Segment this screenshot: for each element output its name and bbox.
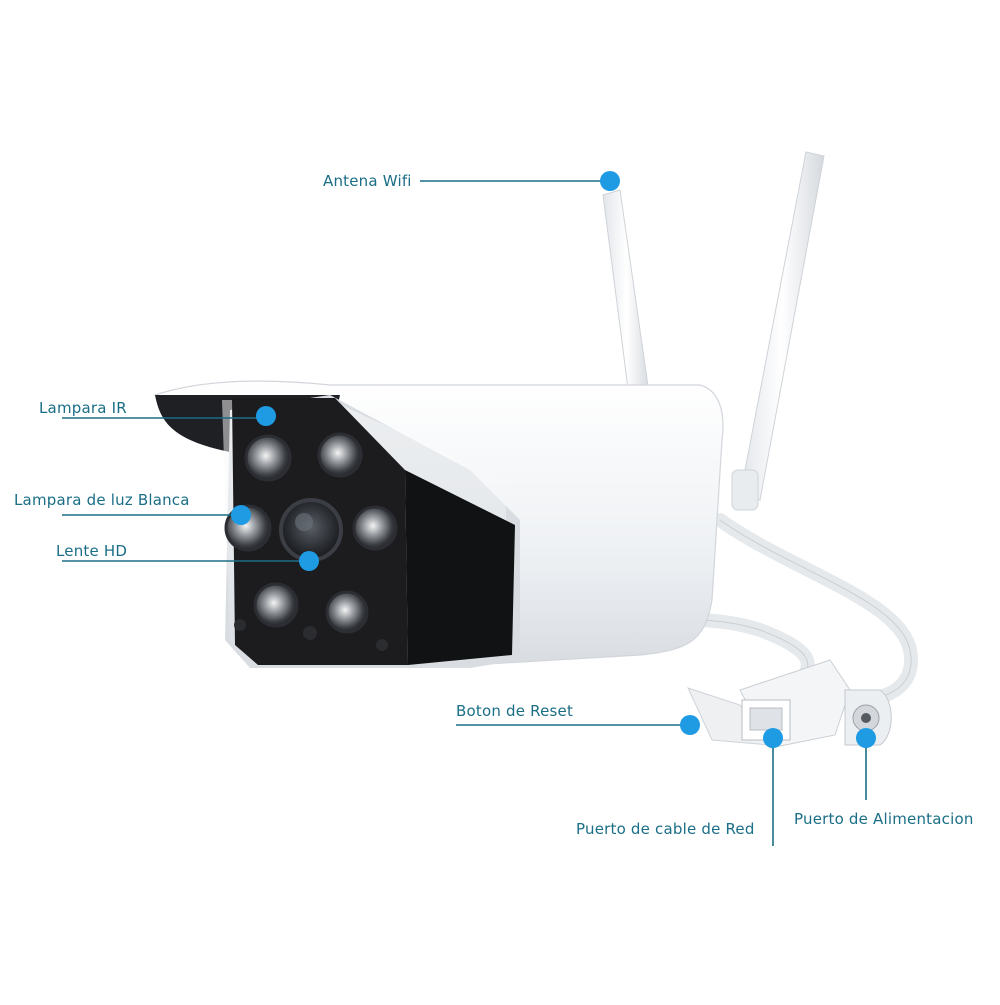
label-puerto-alimentacion: Puerto de Alimentacion [794, 810, 974, 828]
label-puerto-red: Puerto de cable de Red [576, 820, 755, 838]
label-lampara-luz-blanca: Lampara de luz Blanca [14, 491, 190, 509]
label-lente-hd: Lente HD [56, 542, 128, 560]
led-array [224, 432, 398, 634]
wifi-antennas [602, 151, 825, 511]
marker-dot-lampara-ir [256, 406, 276, 426]
label-boton-reset: Boton de Reset [456, 702, 574, 720]
callout-markers [231, 171, 876, 748]
marker-dot-alimentacion [856, 728, 876, 748]
marker-dot-reset [680, 715, 700, 735]
marker-dot-luz-blanca [231, 505, 251, 525]
connectors [687, 659, 892, 749]
label-lampara-ir: Lampara IR [39, 399, 127, 417]
marker-dot-red [763, 728, 783, 748]
marker-dot-antena [600, 171, 620, 191]
marker-dot-lente [299, 551, 319, 571]
label-antena-wifi: Antena Wifi [323, 172, 412, 190]
leader-lines [62, 180, 867, 846]
